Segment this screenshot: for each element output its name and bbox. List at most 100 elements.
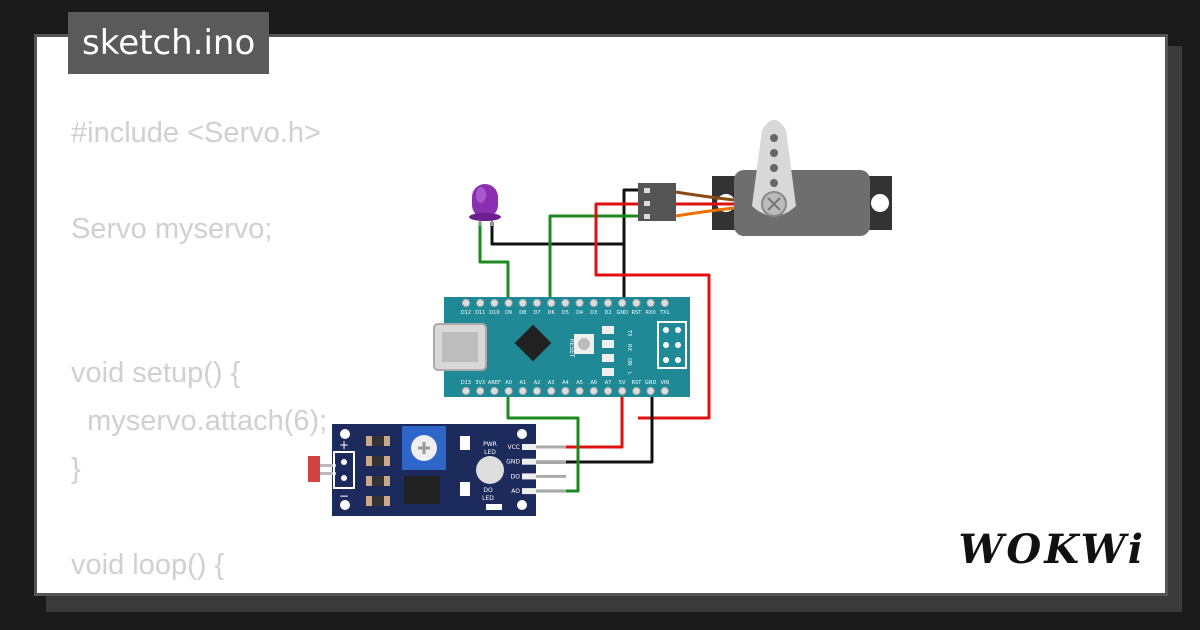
nano-pin[interactable] — [547, 386, 556, 396]
nano-pin-label: A5 — [576, 380, 583, 386]
sensor-pin[interactable] — [522, 458, 536, 465]
nano-pin-label: D13 — [461, 380, 471, 386]
nano-pin-label: D11 — [475, 310, 485, 316]
nano-pin[interactable] — [504, 386, 513, 396]
nano-pin-label: D8 — [519, 310, 526, 316]
nano-pin-label: VIN — [660, 380, 669, 386]
sensor-pin[interactable] — [522, 473, 536, 480]
code-line: Servo myservo; — [71, 213, 273, 245]
nano-pin-label: AREF — [488, 380, 501, 386]
nano-pin-label: RST — [632, 310, 643, 316]
wire-led-gnd[interactable] — [490, 222, 626, 303]
nano-pin[interactable] — [646, 386, 655, 396]
sensor-pin-lead — [536, 460, 566, 464]
nano-pin[interactable] — [603, 298, 613, 308]
sensor-pin-lead — [536, 445, 566, 449]
nano-pin[interactable] — [632, 298, 641, 308]
sensor-plus-label: + — [339, 438, 349, 452]
nano-pin[interactable] — [660, 386, 669, 396]
nano-led-label: ON — [626, 358, 632, 366]
nano-led-label: L — [626, 372, 632, 375]
wire-servo-vcc[interactable] — [594, 202, 711, 420]
sensor-pin-lead — [536, 474, 566, 478]
nano-pin-label: A1 — [519, 380, 526, 386]
wire-servo-signal[interactable] — [548, 214, 640, 303]
nano-pin[interactable] — [461, 298, 471, 308]
nano-pin-label: TX1 — [659, 310, 670, 316]
code-line: } — [71, 453, 81, 485]
nano-pin[interactable] — [618, 386, 627, 396]
nano-pin[interactable] — [518, 386, 527, 396]
wokwi-logo: WOKWi — [958, 526, 1146, 573]
nano-pin[interactable] — [518, 298, 527, 308]
nano-pin[interactable] — [603, 386, 613, 396]
nano-pin-label: D12 — [461, 310, 471, 316]
wire-led-d9[interactable] — [478, 222, 510, 303]
wire-sensor-gnd[interactable] — [534, 388, 654, 464]
nano-pin[interactable] — [632, 386, 641, 396]
sensor-pin-label: DO — [511, 473, 521, 480]
nano-pin[interactable] — [532, 298, 542, 308]
nano-pin-label: A2 — [534, 380, 541, 386]
nano-pin[interactable] — [575, 298, 584, 308]
nano-pin[interactable] — [561, 386, 570, 396]
nano-pin-label: RX0 — [646, 310, 656, 316]
nano-pin[interactable] — [589, 298, 598, 308]
file-tab[interactable]: sketch.ino — [68, 12, 270, 74]
nano-led-labels: TX RX ON L — [626, 329, 632, 375]
nano-pin-label: GND — [616, 310, 628, 316]
nano-pin[interactable] — [504, 298, 513, 308]
wire-servo-gnd[interactable] — [622, 188, 640, 244]
nano-pin[interactable] — [476, 298, 485, 308]
sensor-pin-lead — [536, 489, 566, 493]
servo-motor[interactable] — [638, 120, 892, 236]
nano-pin[interactable] — [660, 298, 669, 308]
nano-pin[interactable] — [575, 386, 584, 396]
nano-pin[interactable] — [646, 298, 655, 308]
code-line: void loop() { — [71, 549, 225, 581]
nano-pin-label: A3 — [548, 380, 555, 386]
nano-pin-label: D9 — [505, 310, 512, 316]
nano-pin-label: D2 — [604, 310, 611, 316]
nano-pin[interactable] — [561, 298, 570, 308]
sensor-pin-label: AO — [511, 488, 520, 495]
nano-pin[interactable] — [490, 386, 499, 396]
nano-pin[interactable] — [461, 386, 471, 396]
nano-pin-label: D10 — [489, 310, 499, 316]
sensor-pin[interactable] — [522, 488, 536, 495]
nano-pin-label: A0 — [505, 380, 512, 386]
code-line: void setup() { — [71, 357, 241, 389]
sensor-pin-label: VCC — [508, 444, 520, 451]
nano-pin-label: A4 — [562, 380, 569, 386]
nano-pin[interactable] — [618, 298, 627, 308]
nano-pin-label: 5V — [619, 380, 626, 386]
nano-pin-label: RST — [632, 380, 643, 386]
nano-pin[interactable] — [532, 386, 542, 396]
nano-led-label: RX — [626, 344, 632, 351]
code-preview: #include <Servo.h>Servo myservo;void set… — [71, 109, 447, 593]
sensor-pin[interactable] — [522, 444, 536, 450]
sensor-pin-label: GND — [506, 459, 520, 466]
nano-led-label: TX — [626, 329, 632, 337]
nano-pin[interactable] — [589, 386, 598, 396]
nano-pin-label: D6 — [548, 310, 555, 316]
nano-pin[interactable] — [476, 386, 485, 396]
nano-pin[interactable] — [547, 298, 556, 308]
nano-pin-label: GND — [645, 380, 657, 386]
reset-label: RESET — [568, 338, 575, 358]
nano-pin-label: A6 — [590, 380, 597, 386]
sensor-pins: VCC GND DO AO — [506, 444, 566, 495]
nano-pin-label: D5 — [562, 310, 569, 316]
nano-pin-label: D4 — [576, 310, 583, 316]
nano-pin[interactable] — [490, 298, 499, 308]
nano-pin-label: D3 — [590, 310, 597, 316]
nano-pin-label: D7 — [533, 310, 540, 316]
nano-pin-label: A7 — [605, 380, 612, 386]
purple-led[interactable] — [469, 184, 501, 226]
